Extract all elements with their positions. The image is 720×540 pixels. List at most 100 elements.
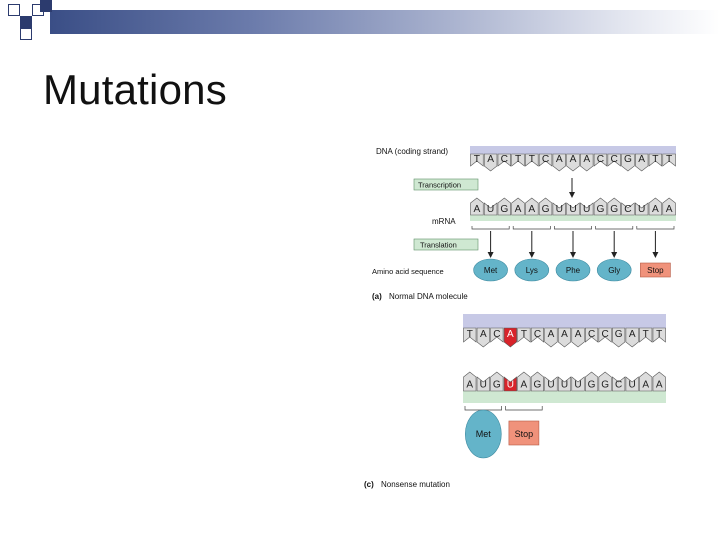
- base-label: A: [561, 329, 568, 340]
- amino-acid-sequence-label: Amino acid sequence: [372, 267, 444, 276]
- base-label: G: [588, 379, 596, 390]
- nucleotide-tile: [571, 327, 585, 348]
- nucleotide-tile: [593, 197, 608, 216]
- codon-bracket: [471, 226, 510, 230]
- base-label: A: [473, 204, 480, 215]
- base-label: C: [615, 379, 622, 390]
- codon-bracket: [505, 406, 543, 411]
- square-bullet-icon: [20, 28, 32, 40]
- nucleotide-tile: [621, 153, 635, 172]
- nucleotide-tile: [585, 371, 599, 392]
- base-label: T: [643, 329, 649, 340]
- amino-acid-bubble: [514, 258, 550, 282]
- nucleotide-tile: [585, 327, 599, 343]
- base-label: A: [521, 379, 528, 390]
- normal-arrows: [487, 178, 659, 258]
- nucleotide-tile: [470, 197, 484, 216]
- base-label: U: [547, 379, 554, 390]
- nucleotide-tile: [538, 153, 553, 167]
- base-label: A: [480, 329, 487, 340]
- arrow-head: [528, 252, 535, 258]
- arrow-head: [570, 252, 576, 258]
- nucleotide-tile: [490, 327, 504, 343]
- dna-backbone: [470, 146, 676, 154]
- amino-acid-bubble: [473, 258, 508, 282]
- base-label: C: [493, 329, 500, 340]
- base-label: U: [480, 379, 487, 390]
- codon-bracket: [512, 226, 551, 230]
- base-label: A: [487, 154, 494, 165]
- dna-backbone: [463, 314, 666, 328]
- codon-bracket: [595, 226, 634, 230]
- amino-acid-label: Stop: [515, 429, 534, 439]
- nucleotide-tile: [566, 153, 580, 172]
- nucleotide-tile: [662, 153, 676, 167]
- mrna-backbone: [463, 391, 666, 403]
- nucleotide-tile: [571, 376, 585, 392]
- nucleotide-tile: [612, 376, 626, 392]
- nucleotide-tile: [538, 197, 553, 216]
- nucleotide-tile: [639, 371, 653, 392]
- base-label: A: [638, 154, 645, 165]
- base-label: C: [534, 329, 541, 340]
- amino-acid-label: Gly: [608, 266, 620, 275]
- base-label: G: [597, 204, 605, 215]
- arrow-head: [652, 252, 659, 258]
- nucleotide-tile: [470, 153, 484, 167]
- base-label: T: [656, 329, 662, 340]
- base-label: T: [529, 154, 535, 165]
- base-label: A: [528, 204, 535, 215]
- base-label: T: [652, 154, 658, 165]
- nucleotide-tile: [625, 376, 639, 392]
- nucleotide-tile: [476, 376, 490, 392]
- nucleotide-tile: [552, 202, 566, 216]
- nucleotide-tile: [544, 376, 558, 392]
- mutation-diagram: DNA (coding strand) Transcription mRNA T…: [364, 146, 676, 489]
- nucleotide-tile: [557, 327, 572, 348]
- base-label: U: [556, 204, 563, 215]
- square-bullet-icon: [20, 16, 32, 28]
- amino-acid-label: Lys: [526, 266, 538, 275]
- base-label: A: [556, 154, 563, 165]
- nucleotide-tile: [652, 327, 666, 343]
- caption-letter-c: (c): [364, 480, 374, 489]
- base-label: G: [615, 329, 623, 340]
- base-label: G: [601, 379, 609, 390]
- base-label: U: [629, 379, 636, 390]
- base-label: C: [597, 154, 604, 165]
- nucleotide-tile: [580, 153, 594, 172]
- base-label: A: [507, 329, 514, 340]
- base-label: C: [501, 154, 508, 165]
- nucleotide-tile: [607, 153, 621, 167]
- nucleotide-tile: [530, 371, 544, 392]
- codon-bracket: [554, 226, 592, 230]
- stop-codon-box: [640, 262, 671, 278]
- base-label: U: [569, 204, 576, 215]
- base-label: T: [467, 329, 473, 340]
- base-label: U: [487, 204, 494, 215]
- nucleotide-tile: [517, 327, 531, 343]
- nucleotide-tile: [525, 197, 539, 216]
- nucleotide-tile: [566, 202, 580, 216]
- base-label: A: [575, 329, 582, 340]
- nucleotide-tile: [598, 371, 612, 392]
- codon-bracket: [464, 406, 502, 411]
- title-bar-gradient: [50, 10, 720, 34]
- nucleotide-tile: [544, 327, 558, 348]
- caption-nonsense: Nonsense mutation: [381, 480, 450, 489]
- nucleotide-tile: [612, 327, 626, 348]
- nucleotide-tile: [598, 327, 612, 343]
- base-label: G: [542, 204, 550, 215]
- base-label: U: [574, 379, 581, 390]
- nucleotide-tile: [580, 202, 594, 216]
- nucleotide-tile: [476, 327, 490, 348]
- nucleotide-tile: [503, 327, 517, 348]
- amino-acid-bubble: [465, 409, 502, 459]
- base-label: G: [610, 204, 618, 215]
- nucleotide-tile: [511, 197, 525, 216]
- nucleotide-tile: [648, 153, 663, 167]
- square-bullet-icon: [40, 0, 52, 12]
